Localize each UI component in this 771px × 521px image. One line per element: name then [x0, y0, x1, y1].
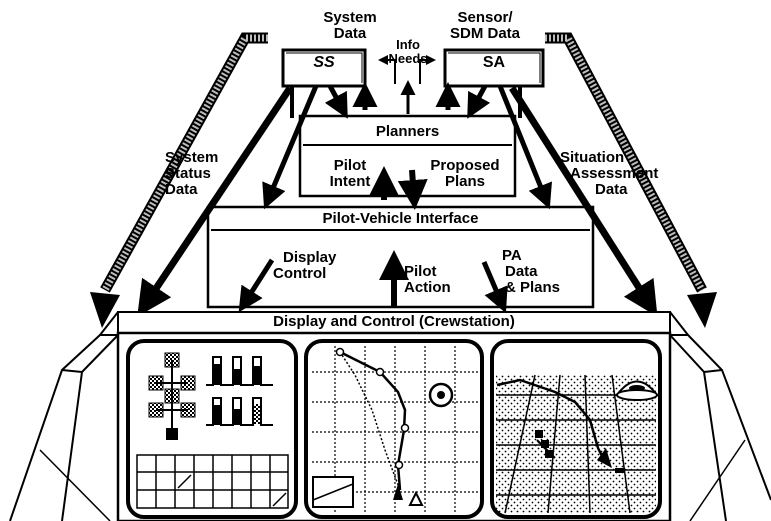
threat-dome-icon [615, 380, 659, 401]
keypad-grid [136, 454, 289, 509]
unit-marker [535, 430, 556, 459]
ss-label: SS [313, 54, 335, 71]
ss-box [281, 48, 367, 88]
crewstation-label: Display and Control (Crewstation) [273, 313, 515, 330]
system-tree-icon [148, 352, 196, 440]
info-needs-arrows [378, 55, 436, 114]
inset-panel [312, 476, 354, 508]
ss-pvi-arrows [262, 85, 319, 210]
left-display-screen [126, 339, 298, 519]
situation-assessment-arrow [509, 86, 658, 317]
center-map-screen [304, 339, 484, 519]
sa-label: SA [482, 54, 506, 71]
aircraft-icon [393, 484, 424, 506]
ss-planners-arrows [324, 82, 378, 119]
situation-assessment-data-label: Situation Assessment Data [560, 149, 659, 198]
right-terrain-screen [490, 339, 662, 519]
right-outer-arrow [545, 32, 717, 328]
planners-label: Planners [375, 123, 440, 140]
pvi-crewstation-arrows [238, 250, 508, 314]
planners-pvi-arrows [369, 166, 428, 210]
sa-box [443, 48, 545, 88]
system-status-arrow [137, 86, 293, 317]
sa-planners-arrows [435, 82, 491, 119]
left-outer-arrow [90, 32, 268, 328]
bar-gauges-icon [206, 356, 273, 426]
pa-data-plans-label: PA Data & Plans [502, 247, 561, 296]
target-icon [428, 382, 454, 408]
pilot-vehicle-interface-label: Pilot-Vehicle Interface [322, 210, 479, 227]
sensor-data-label: Sensor/SDM Data [449, 9, 520, 42]
